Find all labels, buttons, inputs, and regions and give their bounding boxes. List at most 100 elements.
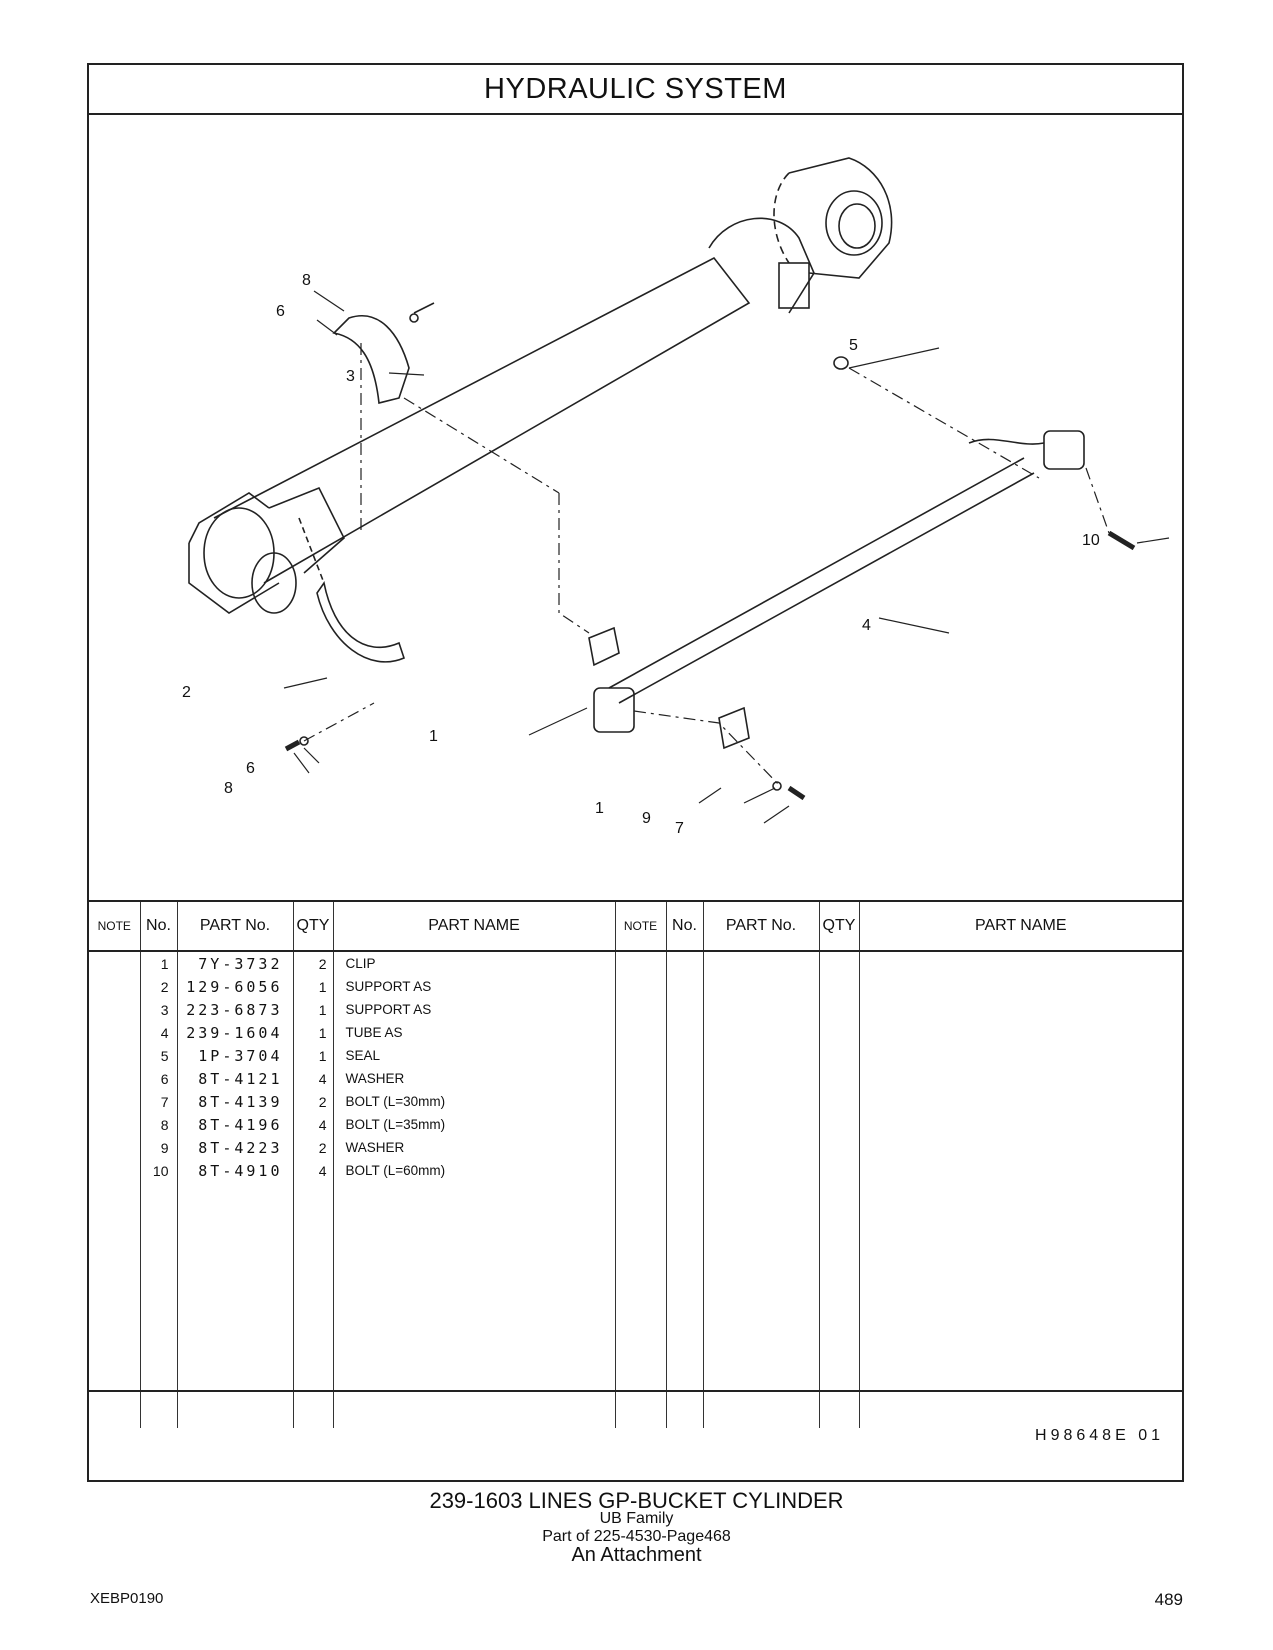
row-no: 4 [140,1021,178,1044]
callout-8-bottom: 8 [224,780,233,797]
row-part-name: BOLT (L=60mm) [333,1159,616,1182]
row-no: 8 [140,1113,178,1136]
tube-body [608,457,1035,704]
callout-5: 5 [849,337,858,354]
table-header-row: NOTE No. PART No. QTY PART NAME NOTE No.… [89,900,1182,952]
row-qty: 1 [293,975,334,998]
parts-list-table: NOTE No. PART No. QTY PART NAME NOTE No.… [89,900,1182,1428]
row-part-no: 239-1604 [177,1021,294,1044]
row-part-no: 7Y-3732 [177,951,294,975]
family-label: UB Family [599,1510,674,1527]
clip-upper [588,626,620,667]
callout-1-lower: 1 [595,800,604,817]
table-bottom-rule [89,1390,1182,1392]
row-part-no: 8T-4196 [177,1113,294,1136]
row-no: 6 [140,1067,178,1090]
bolt-8-top [413,302,435,314]
row-no: 1 [140,951,178,975]
cylinder-barrel [213,256,751,584]
row-part-no: 8T-4223 [177,1136,294,1159]
row-qty: 2 [293,1136,334,1159]
row-part-no: 223-6873 [177,998,294,1021]
row-part-name: BOLT (L=35mm) [333,1113,616,1136]
cylinder-port-block [778,262,810,309]
callout-6-bottom: 6 [246,760,255,777]
row-qty: 1 [293,998,334,1021]
header-no-2: No. [666,900,704,952]
row-qty: 4 [293,1067,334,1090]
row-part-name: SUPPORT AS [333,998,616,1021]
callout-7: 7 [675,820,684,837]
callout-1-upper: 1 [429,728,438,745]
cylinder-head-eye [203,507,275,599]
page-frame: HYDRAULIC SYSTEM [87,63,1184,1482]
washer-9 [772,781,782,791]
seal-o-ring [833,356,849,370]
row-part-name: CLIP [333,951,616,975]
callout-10: 10 [1082,532,1100,549]
row-no: 10 [140,1159,178,1182]
row-part-name: WASHER [333,1136,616,1159]
bolt-7 [787,785,806,801]
callout-2: 2 [182,684,191,701]
row-part-no: 1P-3704 [177,1044,294,1067]
group-title: 239-1603 LINES GP-BUCKET CYLINDER [429,1488,844,1513]
washer-6-bottom [299,736,309,746]
part-of-reference: Part of 225-4530-Page468 [542,1528,731,1545]
row-qty: 4 [293,1113,334,1136]
row-no: 2 [140,975,178,998]
support-3 [332,315,410,404]
row-part-name: SEAL [333,1044,616,1067]
header-qty-2: QTY [819,900,860,952]
callout-9: 9 [642,810,651,827]
callout-8-top: 8 [302,272,311,289]
row-qty: 4 [293,1159,334,1182]
row-qty: 1 [293,1044,334,1067]
header-part-no-2: PART No. [703,900,820,952]
callout-6-top: 6 [276,303,285,320]
header-part-name-2: PART NAME [859,900,1182,952]
header-note: NOTE [89,900,141,952]
drawing-code: H98648E 01 [1035,1427,1164,1444]
row-part-no: 129-6056 [177,975,294,998]
attachment-label: An Attachment [571,1544,702,1566]
row-qty: 2 [293,1090,334,1113]
row-part-no: 8T-4139 [177,1090,294,1113]
header-note-2: NOTE [615,900,667,952]
row-no: 9 [140,1136,178,1159]
row-part-name: SUPPORT AS [333,975,616,998]
row-part-no: 8T-4121 [177,1067,294,1090]
row-part-no: 8T-4910 [177,1159,294,1182]
bolt-8-bottom [284,739,301,752]
tube-flange-top [1043,430,1085,470]
callout-4: 4 [862,617,871,634]
washer-6-top [409,313,419,323]
table-filler-row [89,1182,1182,1428]
row-qty: 1 [293,1021,334,1044]
page-title: HYDRAULIC SYSTEM [89,65,1182,115]
row-qty: 2 [293,951,334,975]
document-id: XEBP0190 [90,1590,164,1607]
header-part-name: PART NAME [333,900,616,952]
tube-flange-bottom [593,687,635,733]
row-no: 7 [140,1090,178,1113]
row-no: 3 [140,998,178,1021]
row-part-name: TUBE AS [333,1021,616,1044]
exploded-parts-diagram: 8 6 3 5 10 4 2 1 6 8 1 9 7 [182,157,1170,837]
support-2 [316,581,405,663]
row-part-name: WASHER [333,1067,616,1090]
header-no: No. [140,900,178,952]
clip-lower [718,706,750,750]
bolt-10 [1107,530,1136,551]
header-qty: QTY [293,900,334,952]
